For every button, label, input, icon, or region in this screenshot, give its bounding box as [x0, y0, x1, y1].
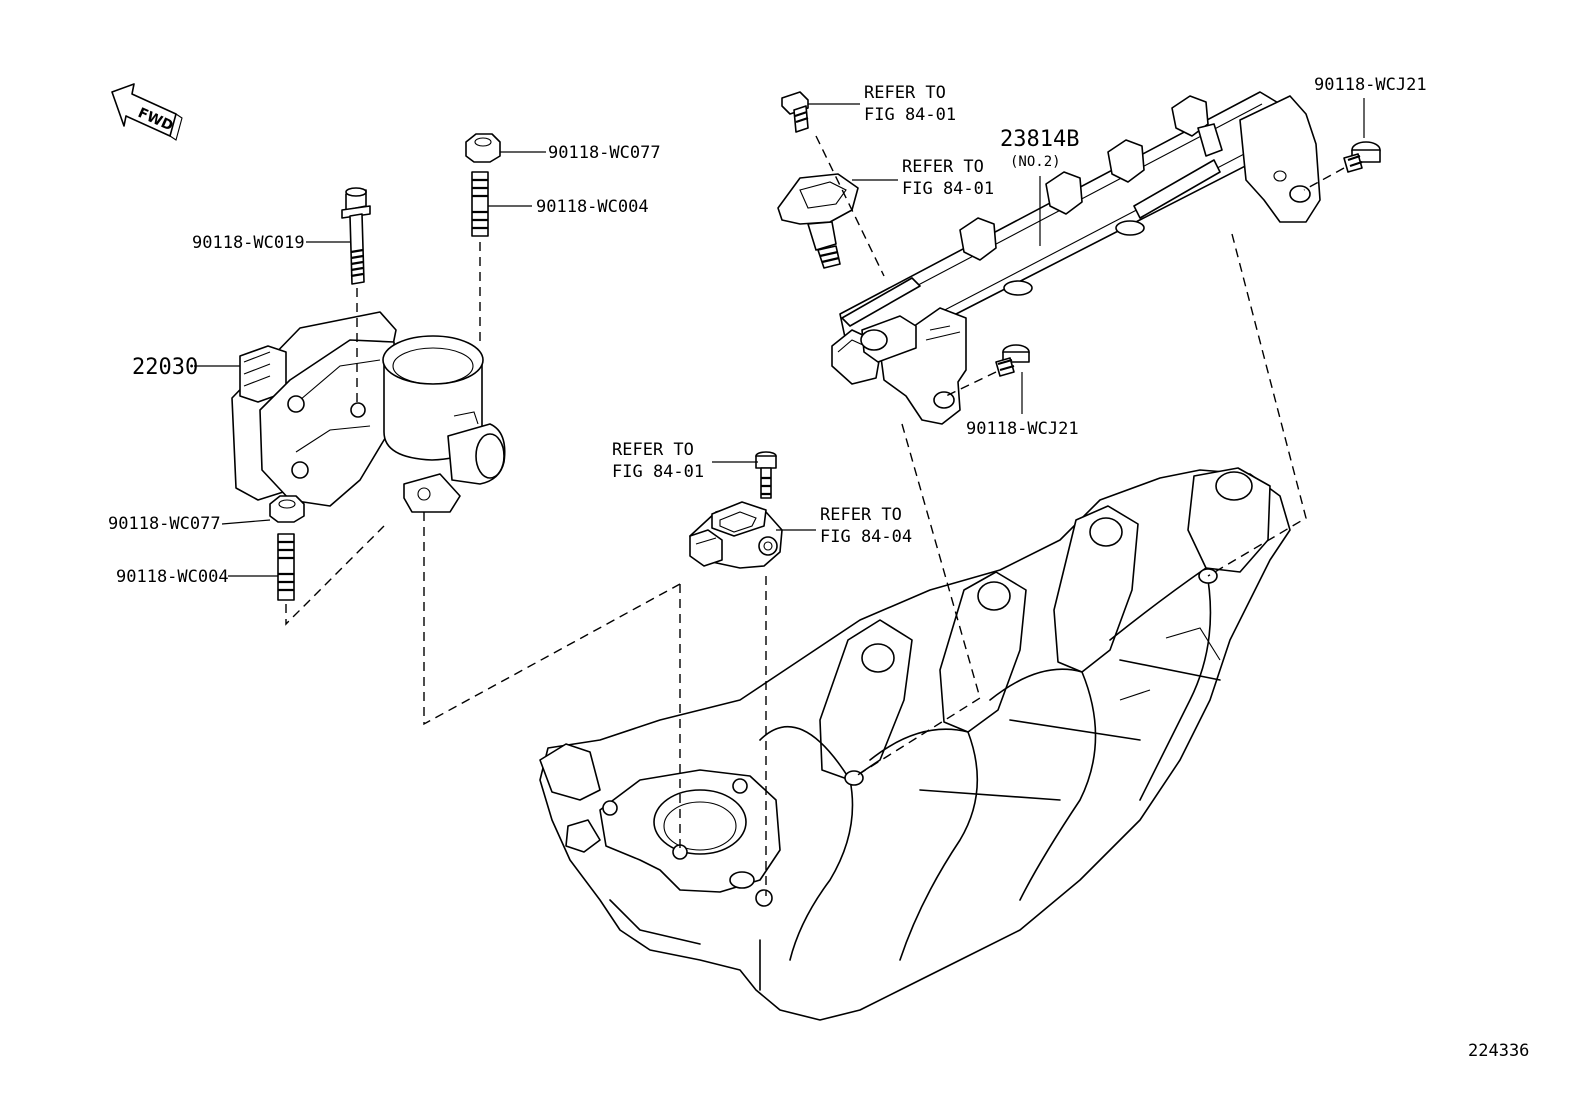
label-22030: 22030 — [132, 355, 198, 380]
label-90118-wc019: 90118-WC019 — [192, 233, 305, 253]
figure-id: 224336 — [1468, 1041, 1529, 1061]
leader-lines — [194, 98, 1365, 577]
fwd-arrow-icon: FWD — [111, 83, 183, 141]
label-90118-wc077-bottom: 90118-WC077 — [108, 514, 221, 534]
ref-c-line2: FIG 84-01 — [612, 462, 704, 482]
label-23814b: 23814B — [1000, 127, 1079, 152]
throttle-body-22030 — [231, 311, 506, 513]
bolt-90118-wc019 — [341, 187, 371, 285]
bolt-refer-84-01-sensor — [755, 451, 777, 499]
ref-a-line2: FIG 84-01 — [864, 105, 956, 125]
ref-a-line1: REFER TO — [864, 83, 946, 103]
nut-90118-wc077-bottom — [269, 495, 305, 523]
ref-d-line1: REFER TO — [820, 505, 902, 525]
pressure-sensor-refer-84-01 — [777, 173, 859, 269]
label-90118-wc004-bottom: 90118-WC004 — [116, 567, 229, 587]
bolt-90118-wcj21-right — [1343, 141, 1381, 173]
ref-b-line1: REFER TO — [902, 157, 984, 177]
stud-90118-wc004-top — [471, 171, 489, 237]
labels: 22030 90118-WC019 90118-WC077 90118-WC00… — [108, 75, 1529, 1061]
label-90118-wc077-top: 90118-WC077 — [548, 143, 661, 163]
bolt-refer-84-01-top — [781, 91, 809, 133]
fuel-rail-23814b — [831, 91, 1321, 425]
ref-c-line1: REFER TO — [612, 440, 694, 460]
sensor-refer-84-04 — [689, 501, 783, 569]
ref-b-line2: FIG 84-01 — [902, 179, 994, 199]
label-90118-wcj21-right: 90118-WCJ21 — [1314, 75, 1427, 95]
nut-90118-wc077-top — [465, 133, 501, 163]
bolt-90118-wcj21-mid — [995, 344, 1030, 377]
intake-manifold — [539, 467, 1291, 1021]
ref-d-line2: FIG 84-04 — [820, 527, 912, 547]
assembly-lines — [285, 135, 1345, 896]
label-90118-wc004-top: 90118-WC004 — [536, 197, 649, 217]
label-23814b-note: (NO.2) — [1010, 154, 1061, 170]
stud-90118-wc004-bottom — [277, 533, 295, 601]
label-90118-wcj21-mid: 90118-WCJ21 — [966, 419, 1079, 439]
